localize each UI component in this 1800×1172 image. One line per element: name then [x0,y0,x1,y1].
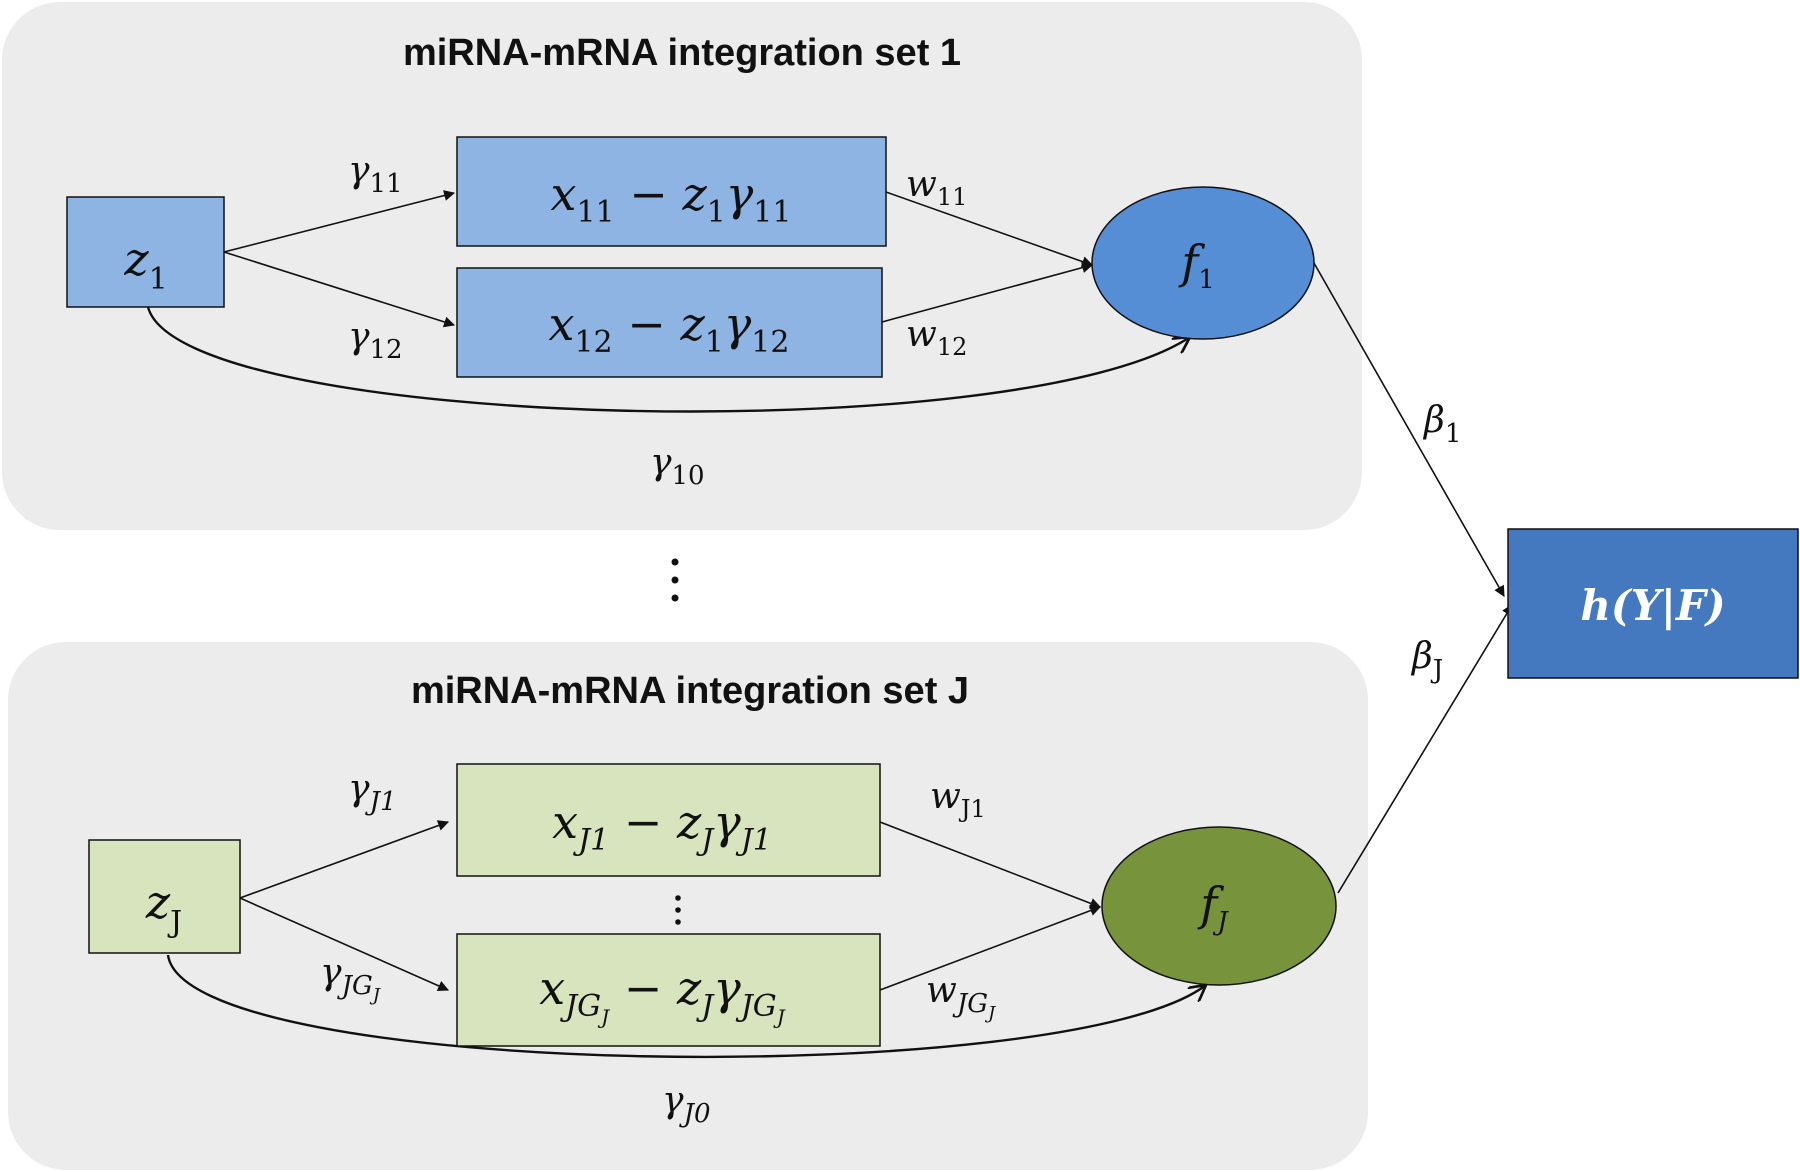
label-gammaJGJ: γJGJ [320,952,382,1006]
node-z1-box [66,196,225,308]
edge-x12-f1 [881,262,1094,323]
label-gamma11: γ11 [348,150,403,199]
label-gammaJ1: γJ1 [348,768,396,817]
label-gammaJ0: γJ0 [662,1080,710,1129]
setJ-edges [166,604,1513,1059]
edge-fJ-output [1337,604,1513,894]
node-x11-box [456,136,887,247]
set1-edges [146,190,1505,597]
panel-set-1 [2,2,1362,530]
vertical-ellipsis-between-sets [671,558,679,602]
label-beta1: β1 [1422,400,1461,449]
edge-zJ-xJG [239,897,450,992]
node-xJ1-box [456,763,881,877]
vertical-ellipsis-xJ-rows [675,895,681,925]
edge-zJ-fJ-curve [166,954,1206,1059]
edge-f1-output [1313,262,1505,597]
label-wJ1: wJ1 [930,776,986,823]
label-gamma10: γ10 [650,442,705,491]
label-w12: w12 [906,314,967,361]
node-x11-label: x11 − z1γ11 [551,167,792,230]
edge-x11-f1 [885,191,1094,267]
node-fJ-ellipse [1101,826,1337,986]
node-output-box [1507,528,1799,679]
node-output-label: h(Y|F) [1580,581,1725,630]
node-zJ-label: zJ [145,875,182,940]
panel-title-set-1: miRNA-mRNA integration set 1 [403,32,961,74]
node-xJG-box [456,933,881,1047]
node-zJ-box [88,839,241,954]
label-wJGJ: wJGJ [926,970,997,1024]
edge-xJG-fJ [879,905,1102,991]
edge-xJ1-fJ [879,821,1102,909]
edge-z1-f1-curve [146,306,1190,413]
node-xJ1-label: xJ1 − zJγJ1 [552,795,772,858]
edge-z1-x11 [223,190,456,253]
label-w11: w11 [906,164,967,211]
node-z1-label: z1 [123,232,167,297]
edge-z1-x12 [223,251,456,328]
node-x12-box [456,267,883,378]
node-x12-label: x12 − z1γ12 [549,297,790,360]
edge-zJ-xJ1 [239,820,450,899]
node-xJG-label: xJGJ − zJγJGJ [539,961,786,1029]
panel-title-set-J: miRNA-mRNA integration set J [411,670,969,712]
node-f1-ellipse [1091,186,1315,340]
label-gamma12: γ12 [348,316,403,365]
label-betaJ: βJ [1410,636,1443,685]
